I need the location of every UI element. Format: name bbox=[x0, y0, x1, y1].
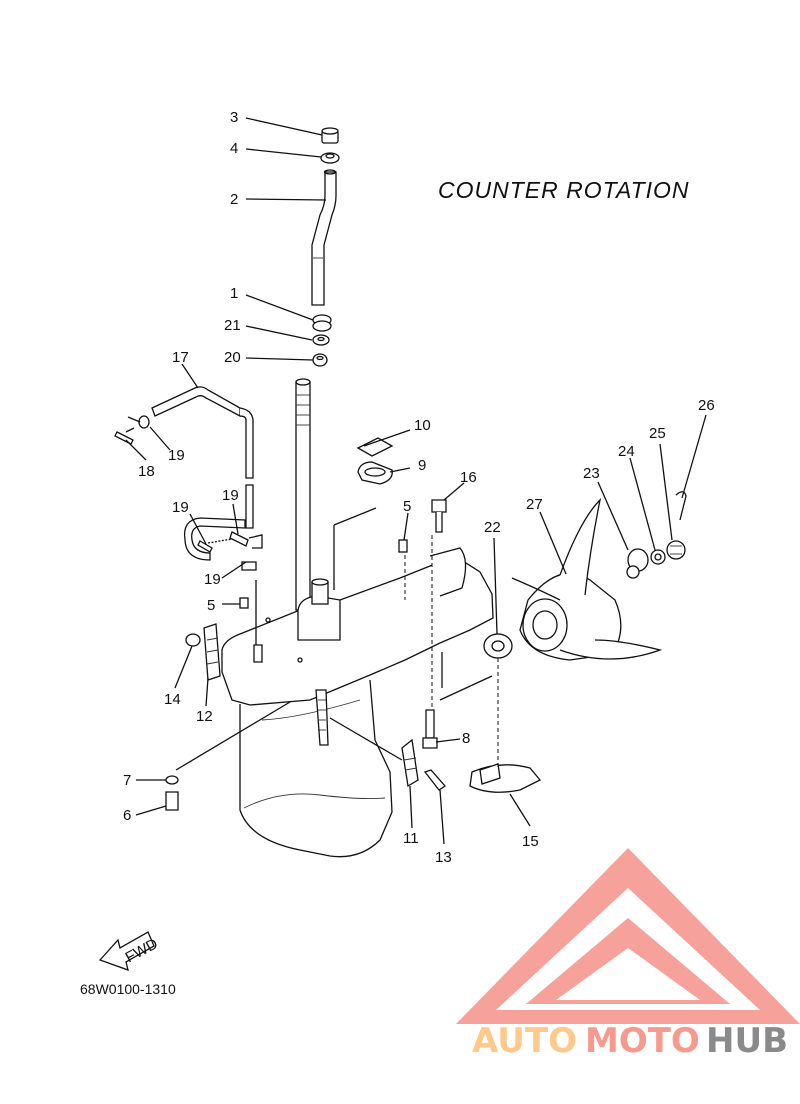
callout-5-lower: 5 bbox=[207, 597, 215, 614]
propeller-assembly bbox=[483, 491, 687, 661]
callout-5-upper: 5 bbox=[403, 498, 411, 515]
callout-8: 8 bbox=[462, 730, 470, 747]
callout-16: 16 bbox=[460, 469, 477, 486]
callout-2: 2 bbox=[230, 191, 238, 208]
watermark-logo bbox=[456, 848, 800, 1024]
callout-1: 1 bbox=[230, 285, 238, 302]
callout-17: 17 bbox=[172, 349, 189, 366]
callout-13: 13 bbox=[435, 849, 452, 866]
callout-labels: 3 4 2 1 21 20 17 19 18 19 19 19 10 9 16 … bbox=[123, 109, 715, 866]
callout-10: 10 bbox=[414, 417, 431, 434]
watermark-part-hub: HUB bbox=[706, 1021, 788, 1061]
callout-22: 22 bbox=[484, 519, 501, 536]
diagram-title: COUNTER ROTATION bbox=[438, 177, 690, 203]
callout-25: 25 bbox=[649, 425, 666, 442]
callout-20: 20 bbox=[224, 349, 241, 366]
callout-23: 23 bbox=[583, 465, 600, 482]
callout-7: 7 bbox=[123, 772, 131, 789]
small-parts bbox=[165, 437, 542, 811]
callout-12: 12 bbox=[196, 708, 213, 725]
callout-26: 26 bbox=[698, 397, 715, 414]
callout-11: 11 bbox=[403, 830, 419, 847]
watermark-part-auto: AUTO bbox=[472, 1021, 577, 1061]
callout-15: 15 bbox=[522, 833, 539, 850]
callout-3: 3 bbox=[230, 109, 238, 126]
assembly-lines bbox=[175, 507, 499, 771]
lower-casing bbox=[221, 547, 494, 858]
callout-6: 6 bbox=[123, 807, 131, 824]
watermark-text: AUTO MOTO HUB bbox=[472, 1021, 788, 1061]
callout-21: 21 bbox=[224, 317, 241, 334]
fwd-arrow-icon: FWD bbox=[98, 931, 161, 972]
callout-19-right: 19 bbox=[222, 487, 239, 504]
drive-shaft bbox=[295, 378, 311, 611]
hose-assembly bbox=[114, 386, 263, 571]
callout-18: 18 bbox=[138, 463, 155, 480]
callout-19-left: 19 bbox=[172, 499, 189, 516]
callout-9: 9 bbox=[418, 457, 426, 474]
callout-27: 27 bbox=[526, 496, 543, 513]
leader-lines bbox=[125, 117, 707, 845]
callout-19-lower: 19 bbox=[204, 571, 221, 588]
callout-4: 4 bbox=[230, 140, 238, 157]
part-code: 68W0100-1310 bbox=[80, 981, 176, 997]
callout-14: 14 bbox=[164, 691, 181, 708]
callout-19-upper: 19 bbox=[168, 447, 185, 464]
callout-24: 24 bbox=[618, 443, 635, 460]
watermark-part-moto: MOTO bbox=[585, 1021, 700, 1061]
water-tube-assembly bbox=[311, 127, 340, 367]
